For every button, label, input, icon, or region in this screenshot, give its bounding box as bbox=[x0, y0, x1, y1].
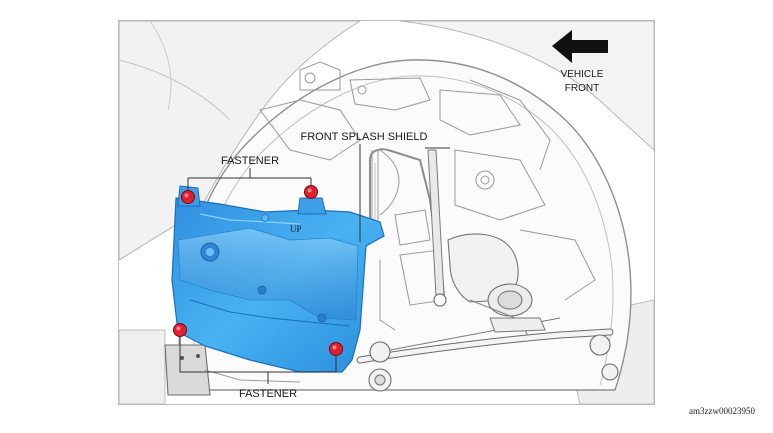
arrow-left-icon bbox=[552, 30, 608, 63]
figure-code: am3zzw00023950 bbox=[689, 406, 755, 416]
vehicle-front-label-line2: FRONT bbox=[565, 83, 599, 94]
callout-bottom-fastener: FASTENER bbox=[239, 388, 297, 400]
callout-leaders bbox=[179, 144, 361, 384]
fastener-top-right bbox=[304, 185, 318, 199]
callout-front-splash-shield: FRONT SPLASH SHIELD bbox=[301, 131, 428, 143]
fasteners bbox=[173, 185, 343, 356]
fastener-bottom-right bbox=[329, 342, 343, 356]
splash-shield: UP bbox=[171, 185, 385, 373]
part-marking-up: UP bbox=[290, 224, 302, 234]
fastener-top-left bbox=[181, 190, 195, 204]
vehicle-front-label-line1: VEHICLE bbox=[561, 69, 604, 80]
fastener-bottom-left bbox=[173, 323, 187, 337]
callout-top-fastener: FASTENER bbox=[221, 155, 279, 167]
